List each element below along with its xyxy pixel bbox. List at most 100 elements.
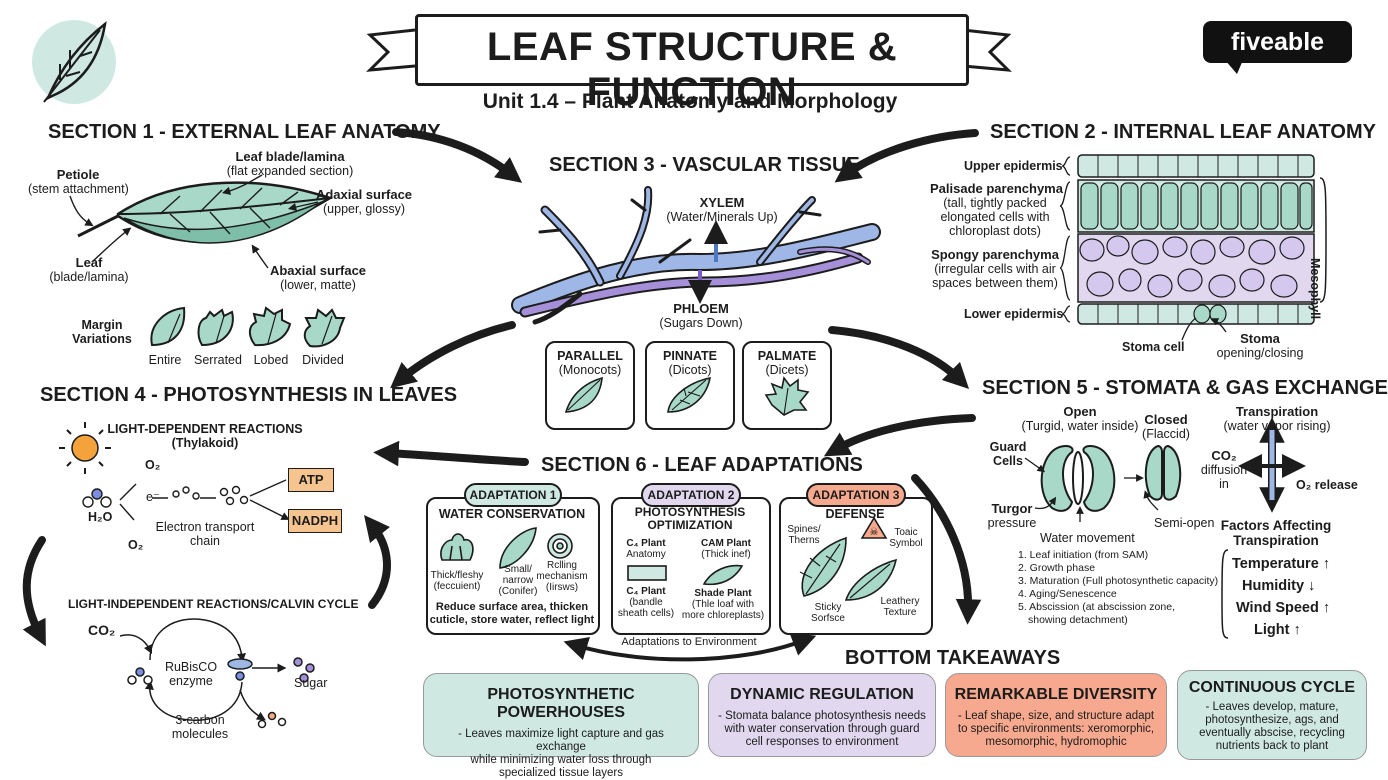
takeaway-card-diversity: REMARKABLE DIVERSITY - Leaf shape, size,… — [945, 673, 1167, 757]
adaptation1-heading: WATER CONSERVATION — [438, 507, 586, 521]
adaxial-label: Adaxial surface(upper, glossy) — [315, 187, 413, 217]
takeaway-card-powerhouses: PHOTOSYNTHETIC POWERHOUSES - Leaves maxi… — [423, 673, 699, 779]
logo-tail — [1225, 60, 1243, 74]
abaxial-label: Abaxial surface(lower, matte) — [269, 263, 367, 293]
factor-light: Light ↑ — [1254, 622, 1301, 638]
stomata-drawings — [1040, 444, 1182, 512]
sun-icon — [59, 422, 111, 474]
lifecycle-step: 4. Aging/Senescence — [1018, 588, 1117, 600]
petiole-label: Petiole(stem attachment) — [28, 167, 129, 197]
section6-title: SECTION 6 - LEAF ADAPTATIONS — [541, 454, 863, 476]
xylem-label: XYLEM(Water/Minerals Up) — [666, 195, 778, 225]
external-leaf-drawing — [77, 181, 333, 244]
title-banner: LEAF STRUCTURE & FUNCTION — [415, 14, 969, 114]
flow-arrow-s3-s4 — [390, 321, 516, 389]
stoma-cell-label: Stoma cell — [1122, 340, 1185, 354]
stoma-closed-label: Closed(Flaccid) — [1142, 412, 1190, 442]
banner-tail-right — [962, 28, 1012, 72]
lower-epidermis-label: Lower epidermis — [964, 307, 1064, 321]
flow-arrow-s4-loop-left — [22, 536, 46, 647]
adaptation2-pill: ADAPTATION 2 — [641, 483, 741, 507]
co2-label: CO₂ — [88, 622, 116, 638]
section1-title: SECTION 1 - EXTERNAL LEAF ANATOMY — [48, 121, 441, 143]
light-dependent-title: LIGHT-DEPENDENT REACTIONS(Thylakoid) — [107, 422, 303, 450]
leaf-blade-label: Leaf blade/lamina(flat expanded section) — [226, 149, 354, 179]
nadph-badge: NADPH — [288, 509, 342, 533]
spines-label: Spines/Therns — [787, 524, 821, 546]
palisade-label: Palisade parenchyma(tall, tightly packed… — [930, 181, 1063, 239]
transpiration-label: Transpiration(water vapor rising) — [1223, 404, 1331, 434]
flow-arrow-s6-takeaways — [911, 474, 982, 625]
page-title: LEAF STRUCTURE & FUNCTION — [486, 25, 898, 114]
upper-epidermis-label: Upper epidermis — [964, 159, 1063, 173]
lifecycle-step: 5. Abscission (at abscission zone, — [1018, 601, 1175, 613]
gas-exchange-arrows — [1238, 417, 1306, 513]
lifecycle-step: 1. Leaf initiation (from SAM) — [1018, 549, 1149, 561]
flow-arrow-s4-loop-right — [364, 515, 391, 609]
adaptation3-pill: ADAPTATION 3 — [806, 483, 906, 507]
calvin-cycle-title: LIGHT-INDEPENDENT REACTIONS/CALVIN CYCLE — [68, 597, 359, 611]
takeaways-title: BOTTOM TAKEAWAYS — [845, 647, 1061, 669]
factor-humidity: Humidity ↓ — [1242, 578, 1316, 594]
venation-card-pinnate: PINNATE (Dicots) — [645, 341, 735, 430]
margin-serrated: Serrated — [194, 353, 242, 367]
fiveable-logo[interactable]: fiveable — [1203, 21, 1352, 63]
lifecycle-step: 2. Growth phase — [1018, 562, 1096, 574]
takeaway-card-cycle: CONTINUOUS CYCLE - Leaves develop, matur… — [1177, 670, 1367, 760]
flow-arrow-s3-s5 — [828, 326, 970, 390]
section2-title: SECTION 2 - INTERNAL LEAF ANATOMY — [990, 121, 1376, 143]
sugar-label: Sugar — [294, 676, 328, 690]
semi-open-label: Semi-open — [1154, 516, 1215, 530]
thick-fleshy-label: Thick/fleshy(feccuient) — [430, 570, 484, 592]
factor-temperature: Temperature ↑ — [1232, 556, 1331, 572]
takeaway-description: - Leaves develop, mature,photosynthesize… — [1199, 701, 1345, 752]
lifecycle-step: 3. Maturation (Full photosynthetic capac… — [1018, 575, 1219, 587]
leaf-label: Leaf(blade/lamina) — [49, 255, 129, 285]
h2o-label: H₂O — [88, 510, 113, 524]
takeaway-description: - Leaves maximize light capture and gas … — [458, 728, 664, 779]
water-movement-label: Water movement — [1040, 531, 1135, 545]
flow-arrow-s2-s3 — [834, 129, 979, 183]
o2-label: O₂ — [145, 458, 161, 472]
electron-label: e⁻ — [146, 490, 160, 504]
adaptation1-pill: ADAPTATION 1 — [464, 483, 562, 507]
mesophyll-label: Mesophyll — [1308, 258, 1322, 320]
phloem-label: PHLOEM(Sugars Down) — [659, 301, 743, 331]
flow-arrow-s6-s4 — [373, 440, 529, 467]
section3-title: SECTION 3 - VASCULAR TISSUE — [549, 154, 860, 176]
atp-badge: ATP — [288, 468, 334, 492]
lifecycle-step: showing detachment) — [1028, 614, 1128, 626]
margin-entire: Entire — [148, 353, 182, 367]
section4-title: SECTION 4 - PHOTOSYNTHESIS IN LEAVES — [40, 384, 458, 406]
flow-arrow-s1-s3 — [392, 128, 523, 183]
o2-bottom-label: O₂ — [128, 538, 144, 552]
banner-tail-left — [366, 28, 416, 72]
spongy-label: Spongy parenchyma(irregular cells with a… — [931, 247, 1059, 291]
svg-text:☠: ☠ — [870, 527, 879, 538]
takeaway-card-regulation: DYNAMIC REGULATION - Stomata balance pho… — [708, 673, 936, 757]
leaf-lifecycle-list: 1. Leaf initiation (from SAM) 2. Growth … — [1018, 549, 1218, 627]
cam-plant-label: CAM Plant(Thick inef) — [701, 538, 751, 560]
venation-card-parallel: PARALLEL (Monocots) — [545, 341, 635, 430]
env-double-arrow — [563, 633, 817, 662]
leaf-cross-section-drawing — [1059, 152, 1327, 341]
margin-lobed: Lobed — [253, 353, 289, 367]
flow-arrow-s5-s6 — [823, 414, 976, 457]
